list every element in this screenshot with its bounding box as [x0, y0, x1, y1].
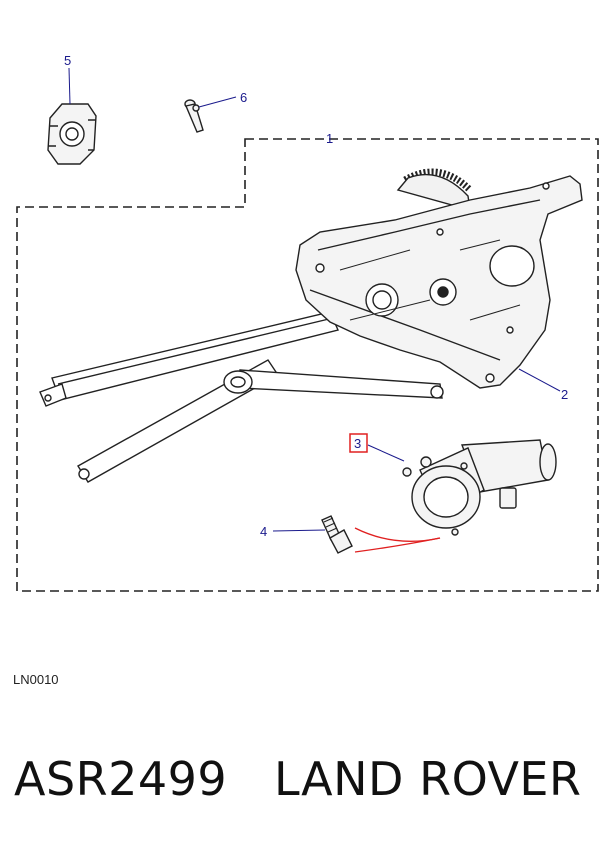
window-regulator-diagram: 5 6 1 2 3 4 [16, 53, 599, 592]
bolt [321, 515, 353, 554]
callout-3: 3 [354, 436, 361, 451]
highlight-line-upper [354, 527, 441, 542]
callout-5: 5 [64, 53, 71, 68]
callout-4: 4 [260, 524, 267, 539]
callout-1: 1 [326, 131, 333, 146]
leader-lines [68, 67, 561, 532]
regulator-arms [39, 311, 444, 483]
callout-6: 6 [240, 90, 247, 105]
highlight-line-lower [354, 537, 441, 553]
part-number: ASR2499 [14, 752, 228, 806]
window-motor [402, 439, 557, 536]
assembly-boundary [16, 138, 599, 592]
product-caption: ASR2499 LAND ROVER [0, 752, 611, 816]
callout-3-highlight-box [349, 433, 368, 453]
rivet [184, 99, 204, 133]
regulator-plate [295, 168, 583, 389]
brand-name: LAND ROVER [274, 752, 582, 806]
callout-2: 2 [561, 387, 568, 402]
clip [47, 103, 97, 165]
reference-code: LN0010 [13, 672, 59, 687]
